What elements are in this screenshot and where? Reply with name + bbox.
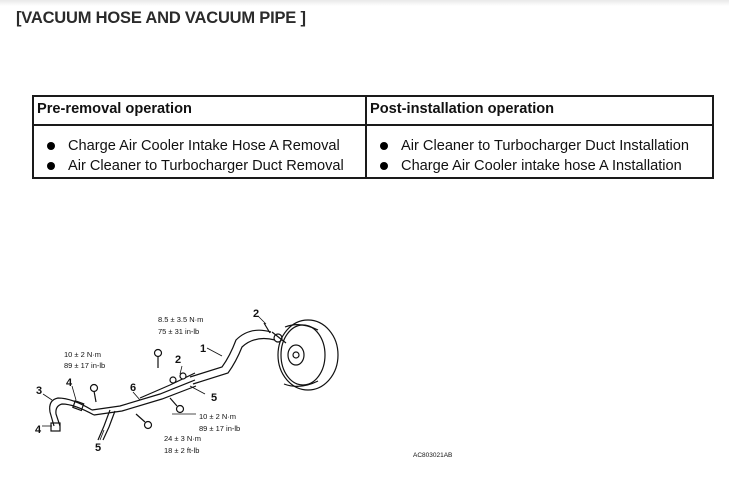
torque-left-line1: 10 ± 2 N·m [64, 350, 101, 359]
torque-bottom-line1: 24 ± 3 N·m [164, 434, 201, 443]
pre-removal-list: Charge Air Cooler Intake Hose A Removal … [36, 136, 363, 176]
bolt-drawings [89, 348, 187, 430]
callout-5-right: 5 [211, 392, 217, 404]
callout-5-bottom: 5 [95, 442, 101, 454]
vacuum-hose-1-drawing [189, 329, 276, 385]
brake-booster-drawing [277, 319, 339, 391]
callout-6: 6 [130, 382, 136, 394]
torque-top-line1: 8.5 ± 3.5 N·m [158, 315, 203, 324]
table-row: Charge Air Cooler Intake Hose A Removal … [31, 124, 714, 179]
svg-text:10 ± 2 N·m 89 ± 17 in-lb: 10 ± 2 N·m 89 ± 17 in-lb [64, 350, 105, 370]
lower-hose-drawing [97, 409, 116, 441]
post-installation-header: Post-installation operation [365, 95, 714, 126]
svg-text:24 ± 3 N·m 18 ± 2 ft-lb: 24 ± 3 N·m 18 ± 2 ft-lb [164, 434, 203, 455]
operations-table: Pre-removal operation Post-installation … [31, 95, 714, 179]
table-header-row: Pre-removal operation Post-installation … [31, 95, 714, 126]
page-title: [VACUUM HOSE AND VACUUM PIPE ] [16, 9, 306, 27]
leader-lines [42, 315, 267, 441]
figure-code: AC803021AB [413, 452, 452, 459]
torque-right-line1: 10 ± 2 N·m [199, 412, 236, 421]
torque-top-line2: 75 ± 31 in-lb [158, 327, 199, 336]
list-item: Air Cleaner to Turbocharger Duct Install… [369, 136, 710, 156]
callout-2-mid: 2 [175, 354, 181, 366]
list-item: Charge Air Cooler Intake Hose A Removal [36, 136, 363, 156]
callout-1: 1 [200, 343, 206, 355]
post-installation-list: Air Cleaner to Turbocharger Duct Install… [369, 136, 710, 176]
list-item: Air Cleaner to Turbocharger Duct Removal [36, 156, 363, 176]
torque-left-line2: 89 ± 17 in-lb [64, 361, 105, 370]
callout-2-top: 2 [253, 308, 259, 320]
pre-removal-cell: Charge Air Cooler Intake Hose A Removal … [31, 124, 368, 179]
left-hose-drawing [49, 397, 95, 432]
torque-bottom-line2: 18 ± 2 ft-lb [164, 446, 199, 455]
torque-right-line2: 89 ± 17 in-lb [199, 424, 240, 433]
svg-text:10 ± 2 N·m 89 ± 17 in-lb: 10 ± 2 N·m 89 ± 17 in-lb [199, 412, 240, 433]
list-item: Charge Air Cooler intake hose A Installa… [369, 156, 710, 176]
callout-4-top: 4 [66, 377, 73, 389]
svg-text:8.5 ± 3.5 N·m 75 ± 31 in-l: 8.5 ± 3.5 N·m 75 ± 31 in-lb [158, 315, 205, 336]
pre-removal-header: Pre-removal operation [31, 95, 368, 126]
top-shadow [0, 0, 729, 6]
callout-3: 3 [36, 385, 42, 397]
post-installation-cell: Air Cleaner to Turbocharger Duct Install… [365, 124, 714, 179]
callout-4-bottom: 4 [35, 424, 42, 436]
